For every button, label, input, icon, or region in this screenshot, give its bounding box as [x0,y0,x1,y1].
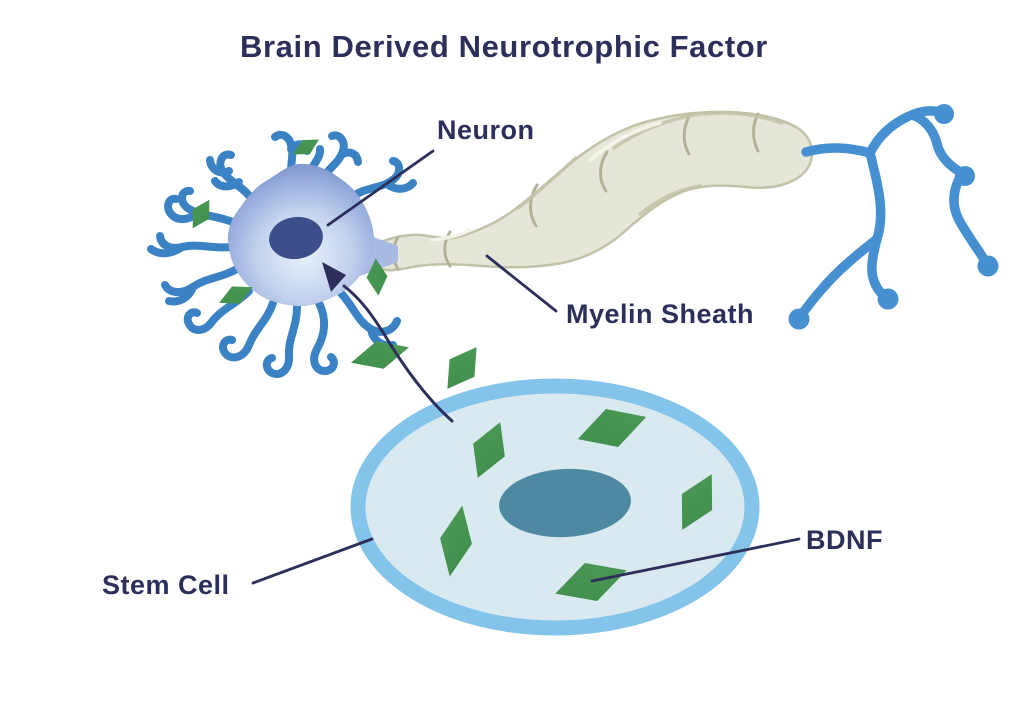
terminal-bouton [955,166,975,186]
myelin-leader-line [485,254,558,313]
neuron-leader-line [326,149,435,227]
label-neuron: Neuron [437,115,535,145]
dendrite-branch [183,287,253,334]
dendrite-branch [219,299,277,362]
stem-cell-leader-line [251,537,374,585]
label-stem-cell: Stem Cell [102,570,230,600]
dendrite-branch [216,150,256,203]
terminal-bouton [788,308,810,330]
myelin-shading [702,111,784,125]
dendrite-branch [337,148,362,166]
myelin-segment-crease [529,183,539,228]
bdnf-leader-line [590,537,801,583]
label-bdnf: BDNF [806,525,883,555]
axon-terminal-branch [907,110,967,178]
bdnf-transfer-arrow [342,284,454,423]
myelin-shading [638,184,702,216]
dendrite-branch [310,299,338,375]
neuron-nucleus [269,216,323,260]
dendrite-branch [156,232,235,252]
myelin-shading [516,156,578,210]
myelin-highlight [588,121,662,162]
myelin-highlight [430,228,472,242]
diagram-title: Brain Derived Neurotrophic Factor [240,29,768,64]
terminal-bouton [934,104,954,124]
dendrite-branch [383,179,417,193]
terminal-bouton [877,288,899,310]
dendrite-branch [178,187,239,227]
terminal-bouton [977,255,999,277]
label-myelin-sheath: Myelin Sheath [566,299,754,329]
myelin-segment-crease [443,230,452,268]
stem-cell-nucleus [499,468,631,538]
dendrite-branch [211,177,243,191]
annotations [251,149,801,585]
axon-terminal-branch [865,148,886,298]
dendrite-branch [206,156,233,177]
neuron-dendrites [147,130,417,378]
myelin-segment-crease [682,113,692,156]
axon-terminals [788,104,999,330]
axon-terminal-branch [949,168,990,266]
dendrite-branch [147,243,186,258]
myelin-sheath-body [371,110,814,272]
axon-terminal-branch [796,234,882,320]
myelin-segment-crease [599,150,609,193]
dendrite-branch [262,303,301,378]
dendrite-branch [165,283,197,306]
bdnf-transfer-arrowhead [322,262,346,292]
dendrite-branch [164,194,201,224]
axon-terminal-branch [801,143,875,158]
dendrite-branch [161,265,241,296]
